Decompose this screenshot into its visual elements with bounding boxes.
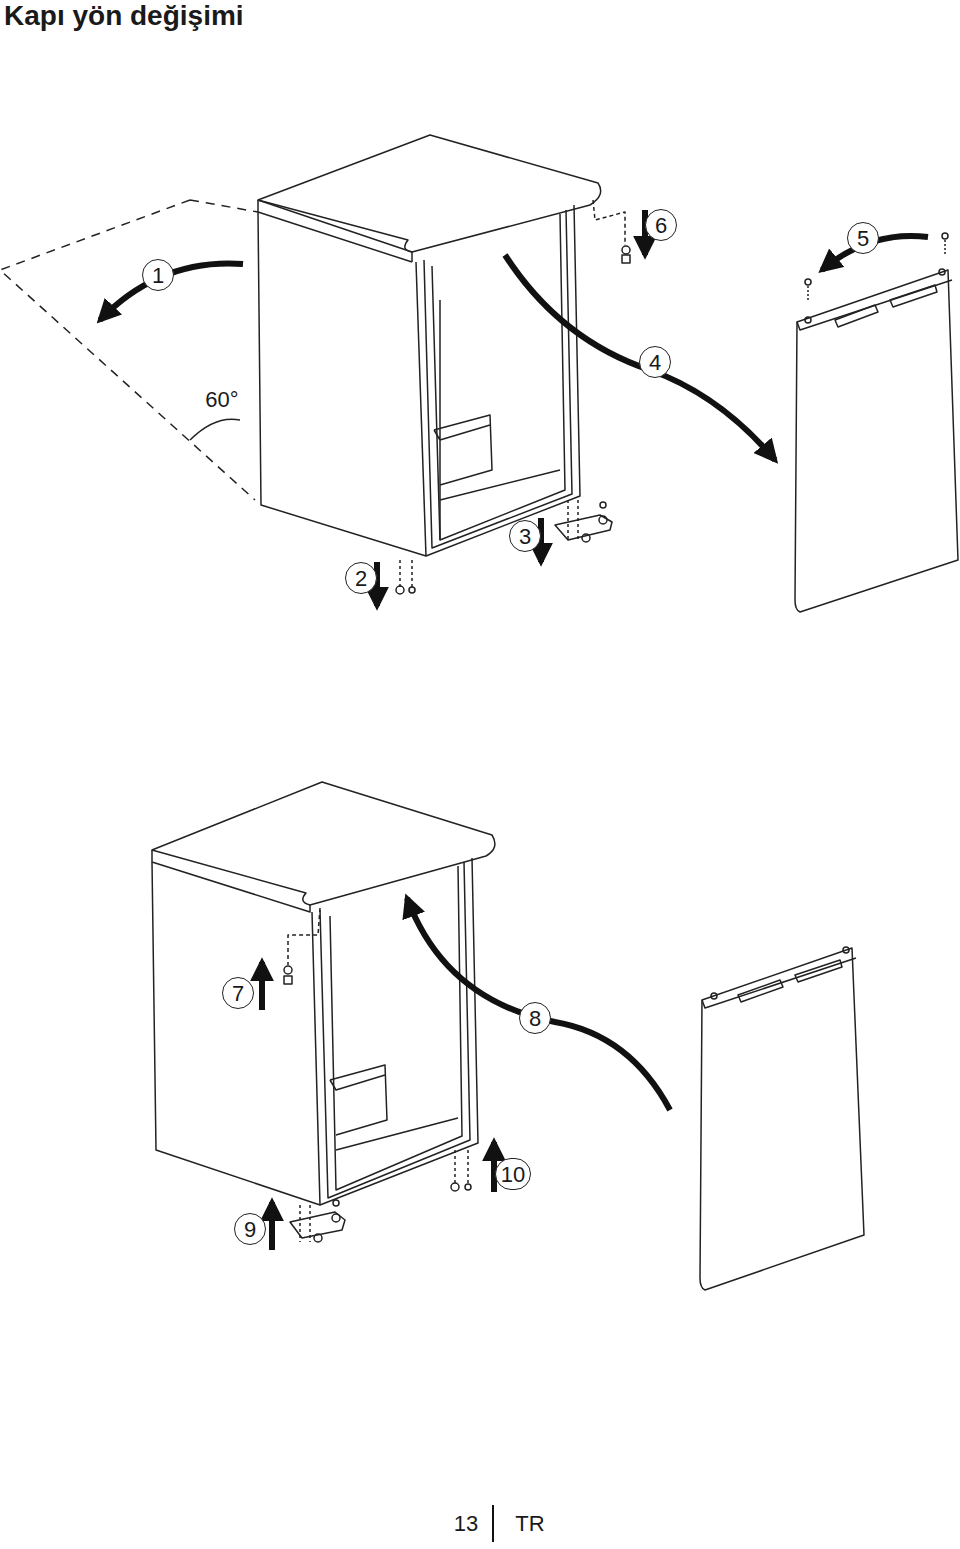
callout-number: 8 bbox=[519, 1002, 551, 1034]
text-label: TR bbox=[513, 1511, 546, 1537]
callout-number: 6 bbox=[645, 209, 677, 241]
text-label: 13 bbox=[452, 1511, 480, 1537]
callout-number: 7 bbox=[222, 977, 254, 1009]
page-title: Kapı yön değişimi bbox=[4, 0, 244, 32]
callout-number: 2 bbox=[345, 562, 377, 594]
callout-number: 1 bbox=[142, 259, 174, 291]
callout-number: 5 bbox=[847, 222, 879, 254]
callout-number: 4 bbox=[639, 346, 671, 378]
callout-number: 3 bbox=[509, 520, 541, 552]
text-label: 60° bbox=[203, 387, 240, 413]
callout-number: 10 bbox=[495, 1158, 531, 1190]
callout-number: 9 bbox=[234, 1213, 266, 1245]
